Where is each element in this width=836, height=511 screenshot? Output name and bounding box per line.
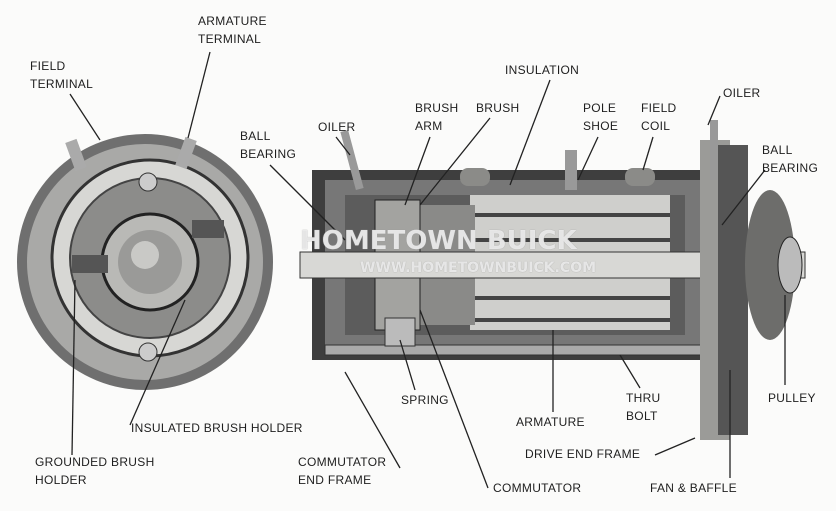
label-line: TERMINAL [198, 32, 262, 46]
label-brush-arm: BRUSH ARM [415, 99, 459, 135]
label-line: END FRAME [298, 473, 372, 487]
label-line: GROUNDED BRUSH [35, 455, 155, 469]
label-ball-bearing-left: BALL BEARING [240, 127, 296, 163]
label-fan-baffle: FAN & BAFFLE [650, 481, 737, 495]
label-line: ARM [415, 119, 443, 133]
label-armature-terminal: ARMATURE TERMINAL [198, 12, 267, 48]
label-spring: SPRING [401, 393, 449, 407]
label-line: BEARING [762, 161, 819, 175]
label-line: BOLT [626, 409, 658, 423]
label-pole-shoe: POLE SHOE [583, 99, 618, 135]
label-line: ARMATURE [198, 14, 267, 28]
commutator-end-view [17, 134, 273, 390]
label-insulation: INSULATION [505, 63, 580, 77]
label-oiler-left: OILER [318, 120, 356, 134]
label-brush: BRUSH [476, 101, 520, 115]
watermark-url: WWW.HOMETOWNBUICK.COM [360, 260, 597, 276]
label-line: COIL [641, 119, 671, 133]
label-drive-end-frame: DRIVE END FRAME [525, 447, 641, 461]
label-field-coil: FIELD COIL [641, 99, 677, 135]
label-line: THRU [626, 391, 661, 405]
watermark: HOMETOWN BUICK [300, 226, 577, 256]
label-commutator: COMMUTATOR [493, 481, 582, 495]
label-line: FIELD [641, 101, 677, 115]
label-line: TERMINAL [30, 77, 94, 91]
label-line: SHOE [583, 119, 619, 133]
generator-cutaway [299, 120, 806, 440]
label-ball-bearing-right: BALL BEARING [762, 141, 818, 177]
label-line: BALL [240, 129, 271, 143]
label-oiler-right: OILER [723, 86, 761, 100]
label-line: BALL [762, 143, 793, 157]
label-field-terminal: FIELD TERMINAL [30, 57, 93, 93]
label-line: BEARING [240, 147, 297, 161]
label-insulated-brush-holder: INSULATED BRUSH HOLDER [131, 421, 303, 435]
label-commutator-end-frame: COMMUTATOR END FRAME [298, 453, 386, 489]
label-thru-bolt: THRU BOLT [626, 389, 661, 425]
label-line: POLE [583, 101, 617, 115]
label-pulley: PULLEY [768, 391, 816, 405]
label-line: HOLDER [35, 473, 87, 487]
label-line: FIELD [30, 59, 66, 73]
label-armature: ARMATURE [516, 415, 585, 429]
label-line: COMMUTATOR [298, 455, 387, 469]
label-grounded-brush-holder: GROUNDED BRUSH HOLDER [35, 453, 155, 489]
label-line: BRUSH [415, 101, 459, 115]
leader-lines [69, 51, 786, 489]
